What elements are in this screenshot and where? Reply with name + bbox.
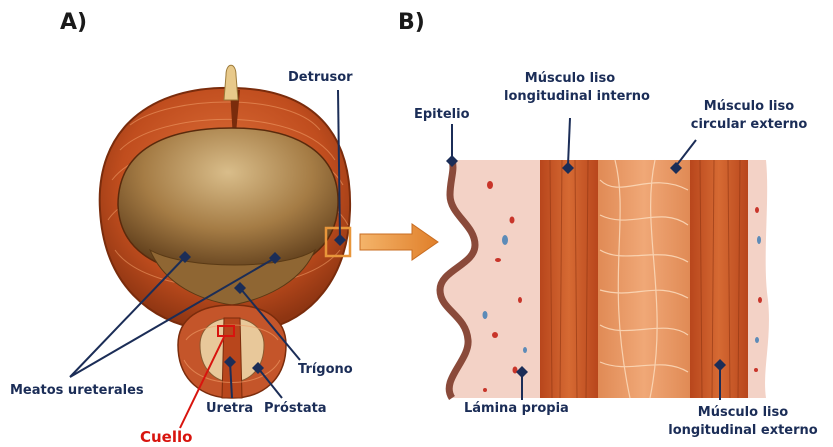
label-musculo-circular-externo-line1: Músculo liso (680, 98, 818, 116)
label-musculo-longitudinal-interno: Músculo liso longitudinal interno (504, 70, 636, 106)
magnify-arrow (360, 224, 438, 260)
label-uretra: Uretra (206, 400, 253, 418)
label-musculo-longitudinal-externo-line2: longitudinal externo (668, 422, 818, 440)
label-epitelio: Epitelio (414, 106, 470, 124)
label-lamina-propia: Lámina propia (464, 400, 569, 418)
label-musculo-circular-externo: Músculo liso circular externo (680, 98, 818, 134)
label-cuello: Cuello (140, 428, 192, 446)
label-musculo-longitudinal-externo: Músculo liso longitudinal externo (668, 404, 818, 440)
label-musculo-longitudinal-externo-line1: Músculo liso (668, 404, 818, 422)
label-prostata: Próstata (264, 400, 327, 418)
label-musculo-longitudinal-interno-line2: longitudinal interno (504, 88, 636, 106)
label-musculo-longitudinal-interno-line1: Músculo liso (504, 70, 636, 88)
label-meatos-ureterales: Meatos ureterales (10, 382, 144, 400)
bladder-illustration (100, 65, 350, 398)
panel-label-a: A) (60, 10, 87, 35)
label-trigono: Trígono (298, 361, 353, 379)
label-musculo-circular-externo-line2: circular externo (680, 116, 818, 134)
label-detrusor: Detrusor (288, 69, 353, 87)
panel-label-b: B) (398, 10, 425, 35)
